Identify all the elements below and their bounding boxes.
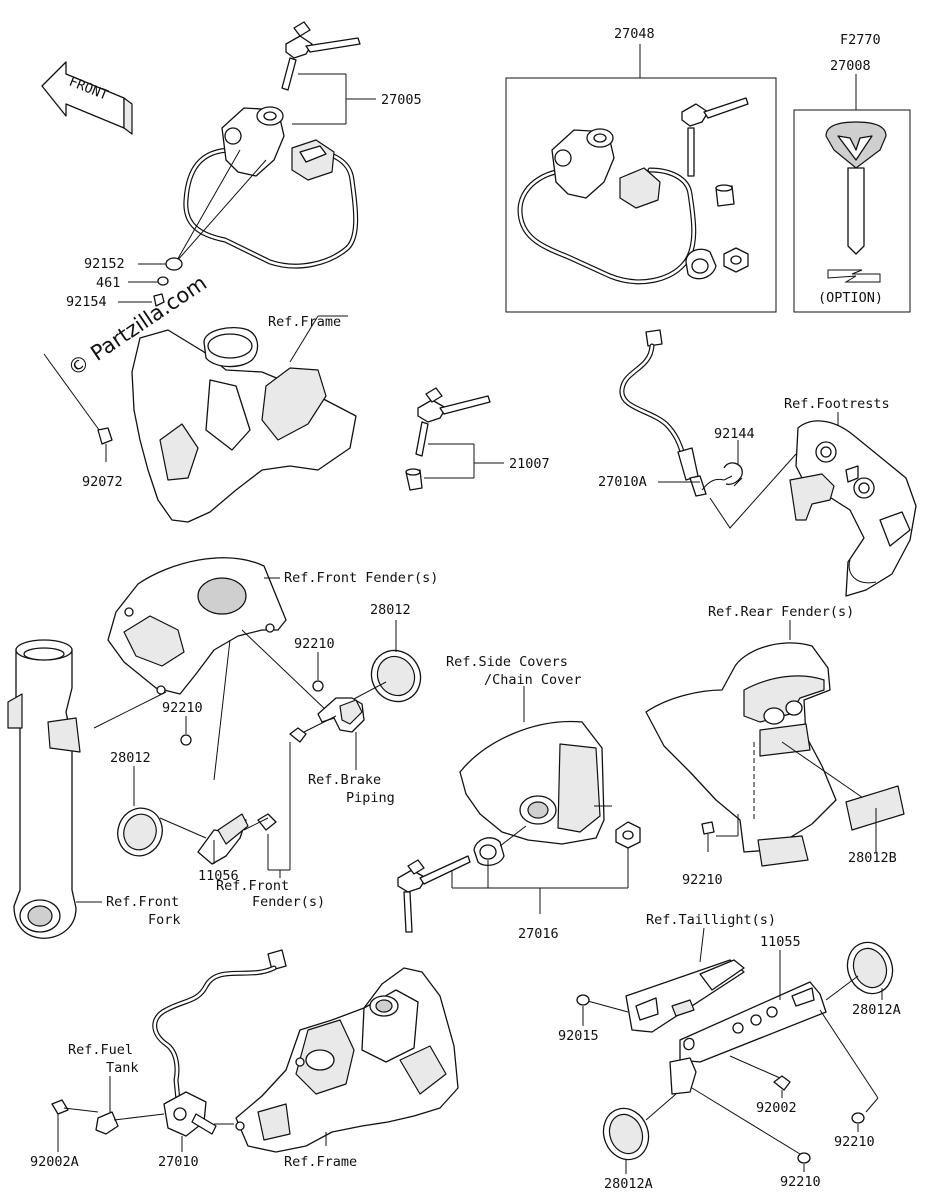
- part-92072: 92072: [82, 474, 123, 490]
- part-92002: 92002: [756, 1100, 797, 1116]
- part-92015: 92015: [558, 1028, 599, 1044]
- option-text: (OPTION): [818, 290, 883, 306]
- key-set-21007: [405, 387, 504, 491]
- rear-fender-area: [645, 620, 905, 867]
- part-21007: 21007: [509, 456, 550, 472]
- switch-27010a: [619, 329, 797, 529]
- part-11055: 11055: [760, 934, 801, 950]
- front-fork: [7, 639, 102, 939]
- ref-side-covers-2: /Chain Cover: [484, 672, 582, 688]
- ref-rear-fender: Ref.Rear Fender(s): [708, 604, 854, 620]
- ref-fuel-2: Tank: [106, 1060, 139, 1076]
- fasteners-92152: [118, 149, 267, 307]
- fuel-switch-27010: [51, 949, 287, 1152]
- ref-brake-1: Ref.Brake: [308, 772, 381, 788]
- part-28012-top: 28012: [370, 602, 411, 618]
- part-92154: 92154: [66, 294, 107, 310]
- part-27010a: 27010A: [598, 474, 647, 490]
- part-92144: 92144: [714, 426, 755, 442]
- ref-brake-2: Piping: [346, 790, 395, 806]
- part-461: 461: [96, 275, 120, 291]
- front-reflector-brackets: [117, 620, 422, 878]
- option-code: F2770: [840, 32, 881, 48]
- ref-side-covers-1: Ref.Side Covers: [446, 654, 568, 670]
- part-11056: 11056: [198, 868, 239, 884]
- part-27005: 27005: [381, 92, 422, 108]
- ignition-kit-27048: [505, 44, 777, 313]
- part-27016: 27016: [518, 926, 559, 942]
- part-27008: 27008: [830, 58, 871, 74]
- ref-front-fork-1: Ref.Front: [106, 894, 179, 910]
- taillight-bracket-11055: [576, 927, 894, 1174]
- frame-top: [43, 315, 357, 523]
- part-92002a: 92002A: [30, 1154, 79, 1170]
- ref-footrests: Ref.Footrests: [784, 396, 890, 412]
- part-27010: 27010: [158, 1154, 199, 1170]
- part-92210-a: 92210: [294, 636, 335, 652]
- part-92152: 92152: [84, 256, 125, 272]
- ref-front-fender-b2: Fender(s): [252, 894, 325, 910]
- frame-bottom: [235, 967, 459, 1153]
- part-28012a-bottom: 28012A: [604, 1176, 653, 1192]
- part-27048: 27048: [614, 26, 655, 42]
- part-92210-rear: 92210: [682, 872, 723, 888]
- ref-front-fender-b1: Ref.Front: [216, 878, 289, 894]
- part-28012b: 28012B: [848, 850, 897, 866]
- front-arrow: FRONT: [41, 61, 133, 135]
- ref-frame-top: Ref.Frame: [268, 314, 341, 330]
- part-92210-c: 92210: [834, 1134, 875, 1150]
- ignition-switch-set-27005: [183, 21, 376, 269]
- side-cover-lock-27016: [397, 686, 641, 933]
- footrest-bracket: [789, 412, 917, 597]
- option-key-27008: [793, 74, 911, 313]
- part-92210-b: 92210: [162, 700, 203, 716]
- ref-taillight: Ref.Taillight(s): [646, 912, 776, 928]
- ref-frame-bottom: Ref.Frame: [284, 1154, 357, 1170]
- ref-fuel-1: Ref.Fuel: [68, 1042, 133, 1058]
- part-28012-left: 28012: [110, 750, 151, 766]
- part-28012a-right: 28012A: [852, 1002, 901, 1018]
- ref-front-fork-2: Fork: [148, 912, 181, 928]
- front-fender-area: [93, 557, 329, 781]
- part-92210-d: 92210: [780, 1174, 821, 1190]
- ref-front-fender: Ref.Front Fender(s): [284, 570, 438, 586]
